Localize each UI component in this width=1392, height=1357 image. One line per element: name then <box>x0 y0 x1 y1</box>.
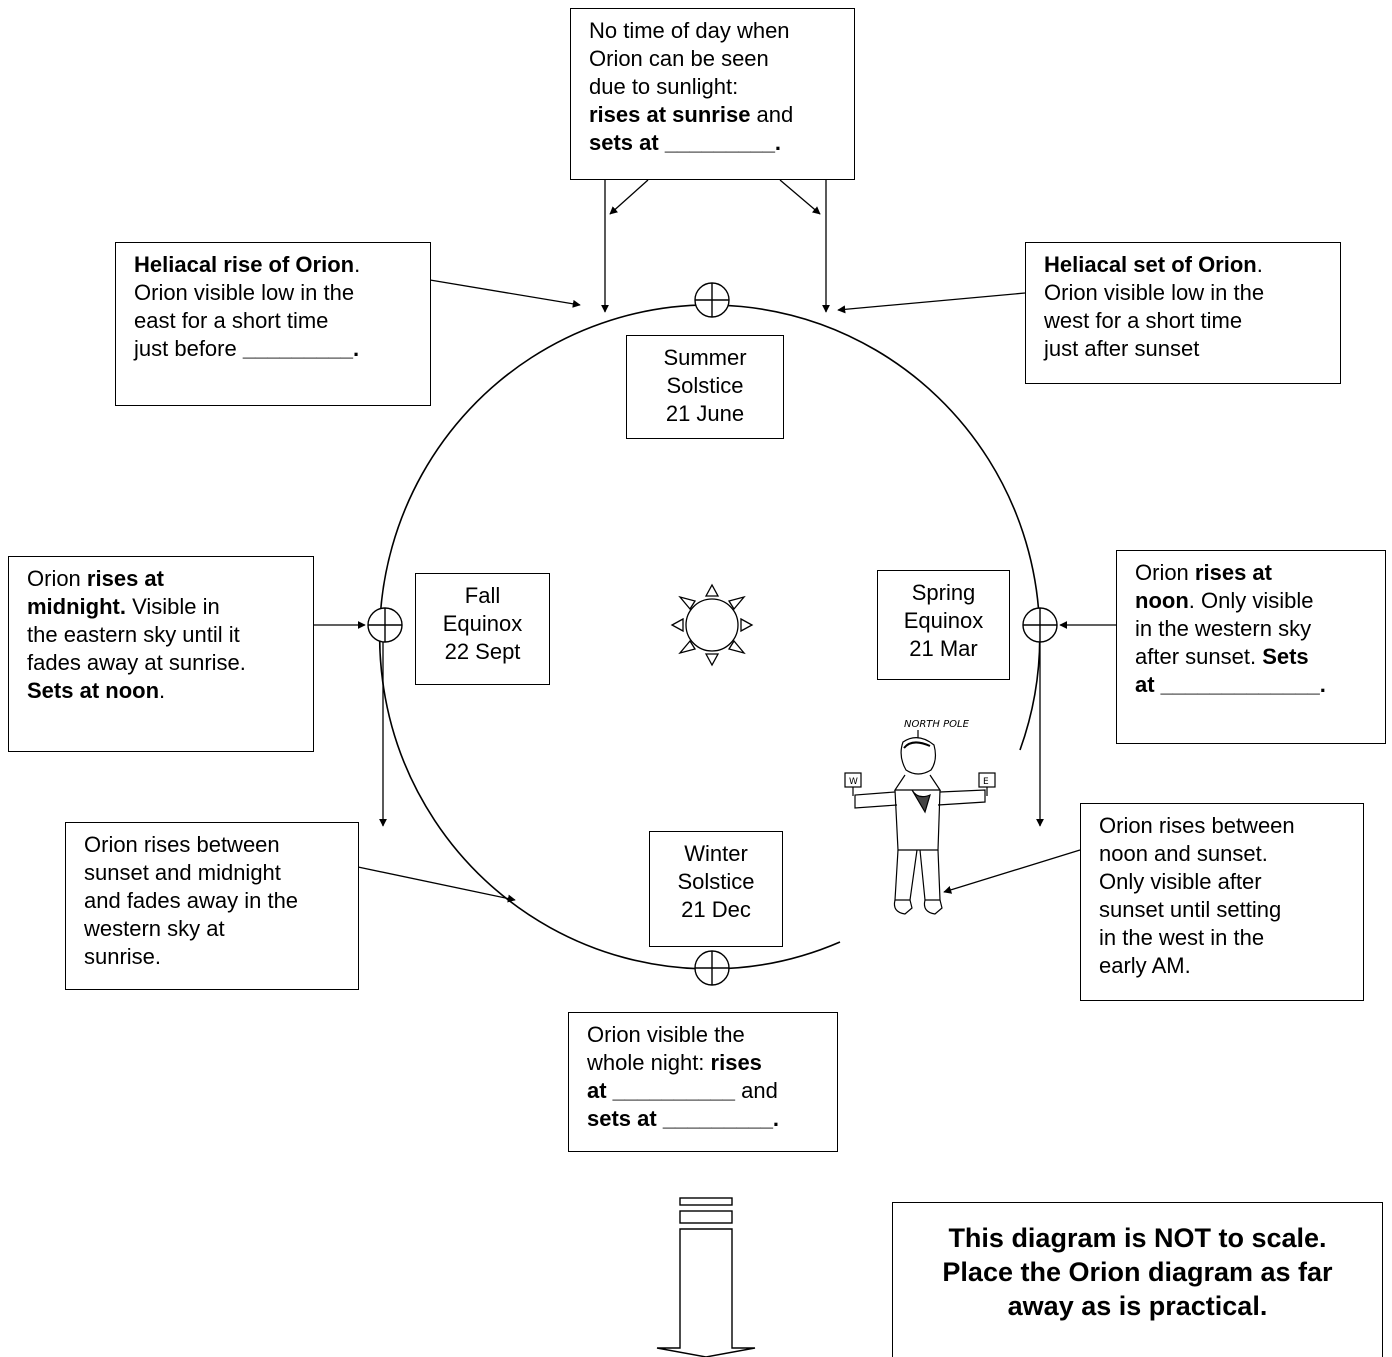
person-figure-icon: NORTH POLE W E <box>844 719 996 915</box>
earth-marker-winter-icon <box>694 950 730 986</box>
down-arrow-icon <box>656 1197 756 1357</box>
annotation-top: No time of day when Orion can be seen du… <box>570 8 855 180</box>
earth-marker-spring-icon <box>1022 607 1058 643</box>
earth-marker-summer-icon <box>694 282 730 318</box>
connector-arrows <box>314 179 1116 903</box>
annotation-lower-right: Orion rises between noon and sunset. Onl… <box>1080 803 1364 1001</box>
west-sign-label: W <box>849 777 858 787</box>
earth-marker-fall-icon <box>367 607 403 643</box>
winter-solstice-label: Winter Solstice 21 Dec <box>649 831 783 947</box>
annotation-heliacal-rise: Heliacal rise of Orion. Orion visible lo… <box>115 242 431 406</box>
scale-note: This diagram is NOT to scale. Place the … <box>892 1202 1383 1357</box>
earth-orbit <box>378 304 1041 970</box>
annotation-spring: Orion rises at noon. Only visible in the… <box>1116 550 1386 744</box>
fall-equinox-label: Fall Equinox 22 Sept <box>415 573 550 685</box>
annotation-heliacal-set: Heliacal set of Orion. Orion visible low… <box>1025 242 1341 384</box>
north-pole-label: NORTH POLE <box>904 719 970 730</box>
summer-solstice-label: Summer Solstice 21 June <box>626 335 784 439</box>
annotation-bottom: Orion visible the whole night: rises at … <box>568 1012 838 1152</box>
annotation-fall: Orion rises at midnight. Visible in the … <box>8 556 314 752</box>
annotation-lower-left: Orion rises between sunset and midnight … <box>65 822 359 990</box>
spring-equinox-label: Spring Equinox 21 Mar <box>877 570 1010 680</box>
east-sign-label: E <box>983 777 989 787</box>
sun-icon <box>670 583 754 667</box>
